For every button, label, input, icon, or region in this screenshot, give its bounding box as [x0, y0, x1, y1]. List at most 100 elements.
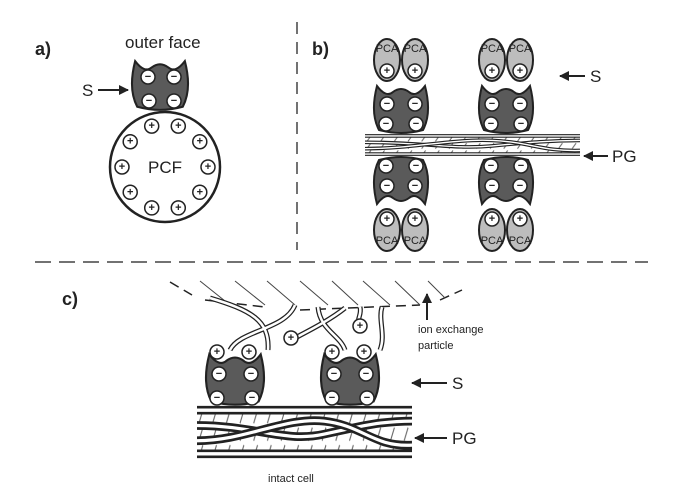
negative-charge-icon: − — [407, 178, 423, 194]
svg-text:+: + — [412, 65, 418, 77]
pca-molecule: PCA + — [401, 208, 429, 252]
charges: ++−−−−++−−−−++ — [209, 318, 375, 406]
peptidoglycan-layer — [197, 408, 412, 456]
pca-molecule: PCA + — [478, 38, 506, 82]
negative-charge-icon: − — [513, 116, 529, 132]
svg-text:−: − — [384, 180, 390, 192]
negative-charge-icon: − — [244, 390, 260, 406]
positive-charge-icon: + — [209, 344, 225, 360]
s-label: S — [452, 374, 463, 393]
svg-text:−: − — [488, 160, 494, 172]
outer-face-label: outer face — [125, 33, 201, 52]
positive-charge-icon: + — [200, 159, 216, 175]
svg-text:+: + — [357, 320, 363, 332]
negative-charge-icon: − — [408, 116, 424, 132]
positive-charge-icon: + — [283, 330, 299, 346]
svg-text:−: − — [413, 160, 419, 172]
negative-charge-icon: − — [483, 116, 499, 132]
svg-text:+: + — [329, 346, 335, 358]
svg-text:−: − — [383, 118, 389, 130]
svg-text:−: − — [216, 368, 222, 380]
s-label: S — [590, 67, 601, 86]
negative-charge-icon: − — [209, 390, 225, 406]
svg-text:−: − — [363, 368, 369, 380]
svg-text:+: + — [517, 65, 523, 77]
panel-b-label: b) — [312, 39, 329, 59]
svg-text:−: − — [171, 95, 177, 107]
pcf-positive-charges: ++++++++++ — [114, 118, 216, 216]
pca-molecule: PCA+ — [506, 38, 534, 82]
svg-text:+: + — [361, 346, 367, 358]
positive-charge-icon: + — [192, 133, 208, 150]
svg-text:+: + — [489, 213, 495, 225]
svg-text:−: − — [517, 180, 523, 192]
svg-text:−: − — [171, 71, 177, 83]
positive-charge-icon: + — [324, 344, 340, 360]
pca-label: PCA — [481, 43, 504, 55]
svg-text:−: − — [145, 71, 151, 83]
positive-charge-icon: + — [143, 200, 160, 216]
svg-text:+: + — [197, 186, 203, 198]
pca-label: PCA — [481, 235, 504, 247]
protein-negative-charges: − − − − — [140, 69, 182, 109]
positive-charge-icon: + — [484, 63, 500, 79]
particle-label-line2: particle — [418, 340, 453, 352]
negative-charge-icon: − — [324, 390, 340, 406]
negative-charge-icon: − — [408, 158, 424, 174]
positive-charge-icon: + — [114, 159, 130, 175]
svg-text:−: − — [384, 98, 390, 110]
svg-text:+: + — [175, 202, 181, 214]
panel-b: b) PCA+PCA+−−−−−−−−PCA+PCA+PCA+PCA+−−−−−… — [312, 38, 637, 252]
svg-text:+: + — [119, 161, 125, 173]
svg-text:−: − — [146, 95, 152, 107]
pca-label: PCA — [404, 43, 427, 55]
svg-text:+: + — [288, 332, 294, 344]
pca-molecule: PCA + — [478, 208, 506, 252]
svg-text:−: − — [383, 160, 389, 172]
pca-label: PCA — [376, 235, 399, 247]
negative-charge-icon: − — [359, 390, 375, 406]
negative-charge-icon: − — [166, 69, 182, 85]
positive-charge-icon: + — [170, 200, 187, 216]
panel-c-label: c) — [62, 289, 78, 309]
pcf-label: PCF — [148, 158, 182, 177]
s-label: S — [82, 81, 93, 100]
svg-text:−: − — [518, 118, 524, 130]
svg-text:−: − — [488, 118, 494, 130]
svg-text:−: − — [248, 368, 254, 380]
pca-molecule: PCA + — [401, 38, 429, 82]
negative-charge-icon: − — [211, 366, 227, 382]
svg-text:−: − — [518, 160, 524, 172]
svg-text:−: − — [249, 392, 255, 404]
positive-charge-icon: + — [407, 211, 423, 227]
ion-exchange-particle — [169, 280, 463, 352]
positive-charge-icon: + — [241, 344, 257, 360]
positive-charge-icon: + — [352, 318, 368, 334]
svg-text:−: − — [329, 392, 335, 404]
positive-charge-icon: + — [379, 211, 395, 227]
negative-charge-icon: − — [378, 158, 394, 174]
svg-text:+: + — [148, 202, 154, 214]
pca-label: PCA — [404, 235, 427, 247]
negative-charge-icon: − — [243, 366, 259, 382]
svg-text:−: − — [412, 180, 418, 192]
svg-text:+: + — [384, 213, 390, 225]
positive-charge-icon: + — [512, 63, 528, 79]
svg-text:−: − — [517, 98, 523, 110]
svg-text:+: + — [214, 346, 220, 358]
positive-charge-icon: + — [122, 133, 138, 150]
svg-text:+: + — [384, 65, 390, 77]
negative-charge-icon: − — [358, 366, 374, 382]
svg-text:+: + — [517, 213, 523, 225]
positive-charge-icon: + — [484, 211, 500, 227]
pca-molecule: PCA+ — [506, 208, 534, 252]
svg-text:+: + — [127, 136, 133, 148]
negative-charge-icon: − — [379, 178, 395, 194]
svg-text:+: + — [246, 346, 252, 358]
svg-text:+: + — [197, 136, 203, 148]
svg-text:−: − — [214, 392, 220, 404]
negative-charge-icon: − — [512, 96, 528, 112]
panel-c: c) ++−−−−++−−−−++ ion exchan — [62, 280, 483, 485]
positive-charge-icon: + — [512, 211, 528, 227]
svg-text:−: − — [489, 98, 495, 110]
